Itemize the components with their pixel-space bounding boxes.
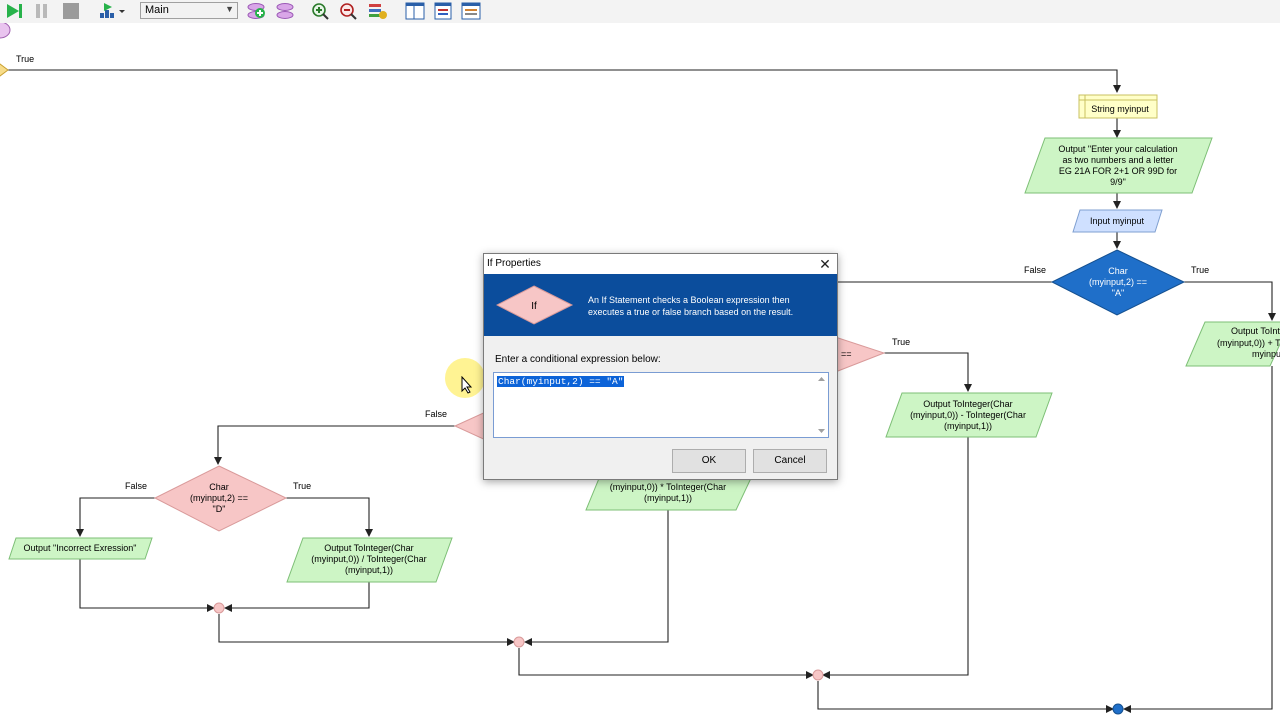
close-icon[interactable]: ✕ xyxy=(819,256,831,272)
label-true-d: True xyxy=(293,481,311,491)
label-false-d: False xyxy=(125,481,147,491)
merge-point-d[interactable] xyxy=(213,602,225,614)
add-function-icon[interactable] xyxy=(246,1,268,21)
merge-point-m[interactable] xyxy=(513,636,525,648)
view-layout-icon[interactable] xyxy=(404,1,426,21)
output-subtract-node[interactable]: Output ToInteger(Char (myinput,0)) - ToI… xyxy=(885,392,1053,438)
flowchart-canvas[interactable]: True String myinput Output "Enter your c… xyxy=(0,23,1280,720)
description-line-2: executes a true or false branch based on… xyxy=(588,307,794,317)
decision-d-line-2: (myinput,2) == xyxy=(190,493,248,503)
pause-icon[interactable] xyxy=(31,1,53,21)
output-divide-node[interactable]: Output ToInteger(Char (myinput,0)) / ToI… xyxy=(286,537,453,583)
prompt-line-2: as two numbers and a letter xyxy=(1062,155,1173,165)
input-node[interactable]: Input myinput xyxy=(1072,209,1163,233)
expression-prompt: Enter a conditional expression below: xyxy=(495,354,661,365)
label-true-a: True xyxy=(1191,265,1209,275)
delete-function-icon[interactable] xyxy=(274,1,296,21)
run-speed-icon[interactable] xyxy=(97,1,127,21)
console-window-icon[interactable] xyxy=(460,1,482,21)
label-false-a: False xyxy=(1024,265,1046,275)
merge-point-a[interactable] xyxy=(1112,703,1124,715)
input-label: Input myinput xyxy=(1090,216,1145,226)
decision-d-node[interactable]: Char (myinput,2) == "D" xyxy=(153,465,288,532)
out-incorrect-label: Output "Incorrect Exression" xyxy=(24,543,137,553)
zoom-out-icon[interactable] xyxy=(338,1,360,21)
prompt-line-4: 9/9" xyxy=(1110,177,1126,187)
out-div-line-3: (myinput,1)) xyxy=(345,565,393,575)
output-prompt-node[interactable]: Output "Enter your calculation as two nu… xyxy=(1024,137,1213,194)
stop-icon[interactable] xyxy=(60,1,82,21)
declare-node[interactable]: String myinput xyxy=(1078,94,1158,119)
declare-label: String myinput xyxy=(1091,104,1149,114)
dialog-banner: If An If Statement checks a Boolean expr… xyxy=(484,274,837,336)
decision-a-line-1: Char xyxy=(1108,266,1128,276)
out-add-line-1: Output ToInte xyxy=(1231,326,1280,336)
prompt-line-3: EG 21A FOR 2+1 OR 99D for xyxy=(1059,166,1177,176)
if-properties-dialog[interactable]: If Properties ✕ If An If Statement check… xyxy=(483,253,838,480)
dialog-title-bar[interactable]: If Properties ✕ xyxy=(484,254,837,274)
out-mul-line-1: (myinput,0)) * ToInteger(Char xyxy=(610,482,726,492)
cursor-highlight xyxy=(445,358,485,398)
description-line-1: An If Statement checks a Boolean express… xyxy=(588,295,790,305)
out-sub-line-3: (myinput,1)) xyxy=(944,421,992,431)
layout-settings-icon[interactable] xyxy=(367,1,389,21)
expression-value: Char(myinput,2) == "A" xyxy=(497,376,625,387)
mouse-cursor-icon xyxy=(461,376,473,394)
merge-point-s[interactable] xyxy=(812,669,824,681)
out-div-line-2: (myinput,0)) / ToInteger(Char xyxy=(311,554,426,564)
label-false-m: False xyxy=(425,409,447,419)
expression-input[interactable]: Char(myinput,2) == "A" xyxy=(493,372,829,438)
decision-s-partial: == xyxy=(841,349,852,359)
loop-node[interactable] xyxy=(0,63,9,77)
output-multiply-node[interactable]: (myinput,0)) * ToInteger(Char (myinput,1… xyxy=(585,475,753,511)
prompt-line-1: Output "Enter your calculation xyxy=(1058,144,1177,154)
decision-d-line-1: Char xyxy=(209,482,229,492)
toolbar: Main ▼ xyxy=(0,0,1280,23)
cancel-button[interactable]: Cancel xyxy=(753,449,827,473)
out-sub-line-1: Output ToInteger(Char xyxy=(923,399,1012,409)
decision-d-line-3: "D" xyxy=(213,504,226,514)
if-shape-label: If xyxy=(531,301,537,312)
out-add-line-2: (myinput,0)) + To xyxy=(1217,338,1280,348)
out-mul-line-2: (myinput,1)) xyxy=(644,493,692,503)
decision-a-line-2: (myinput,2) == xyxy=(1089,277,1147,287)
zoom-in-icon[interactable] xyxy=(310,1,332,21)
expression-scrollbar[interactable] xyxy=(816,374,827,436)
chevron-down-icon: ▼ xyxy=(225,4,234,14)
ok-button[interactable]: OK xyxy=(672,449,746,473)
run-icon[interactable] xyxy=(3,1,25,21)
decision-a-line-3: "A" xyxy=(1112,288,1124,298)
start-node[interactable] xyxy=(0,23,11,39)
label-true-top: True xyxy=(16,54,34,64)
function-select-value: Main xyxy=(145,4,169,16)
if-shape-icon: If xyxy=(496,285,574,325)
dialog-title: If Properties xyxy=(487,258,541,269)
label-true-s: True xyxy=(892,337,910,347)
variables-window-icon[interactable] xyxy=(432,1,454,21)
dialog-description: An If Statement checks a Boolean express… xyxy=(588,294,828,318)
decision-a-node[interactable]: Char (myinput,2) == "A" xyxy=(1050,249,1186,316)
out-sub-line-2: (myinput,0)) - ToInteger(Char xyxy=(910,410,1026,420)
out-add-line-3: myinpu xyxy=(1252,349,1280,359)
function-select[interactable]: Main ▼ xyxy=(140,2,238,19)
output-add-node[interactable]: Output ToInte (myinput,0)) + To myinpu xyxy=(1185,321,1280,367)
output-incorrect-node[interactable]: Output "Incorrect Exression" xyxy=(8,537,153,560)
out-div-line-1: Output ToInteger(Char xyxy=(324,543,413,553)
